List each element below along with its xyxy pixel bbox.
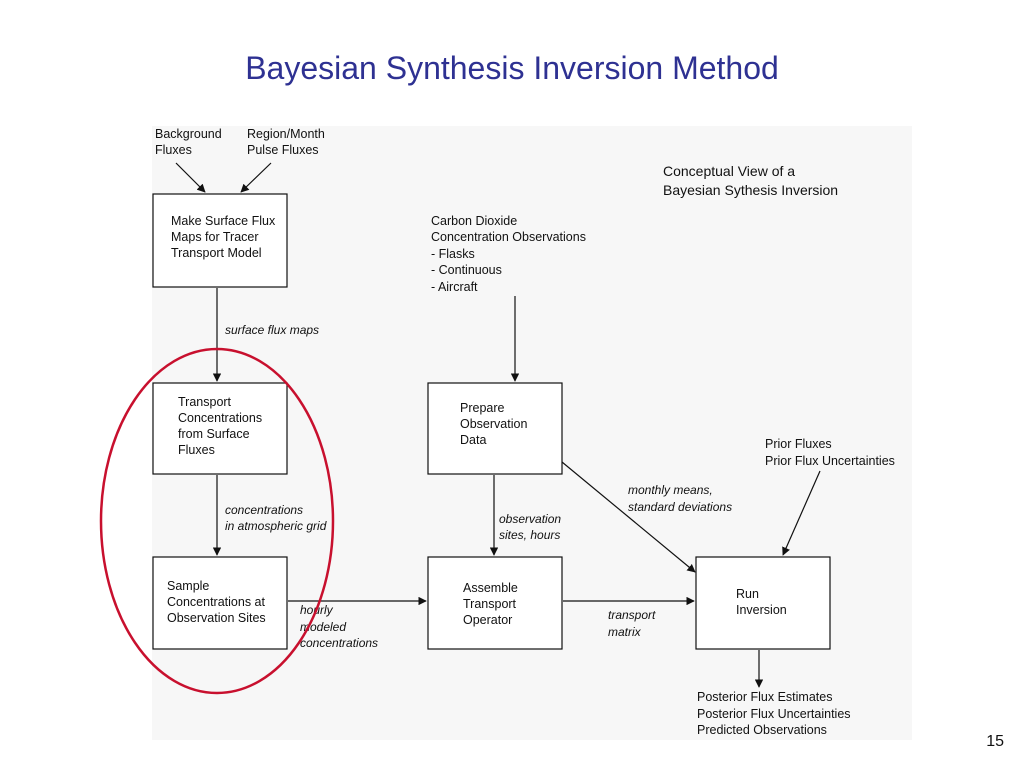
make-surface-flux-maps-box	[152, 193, 288, 288]
diagram-heading: Conceptual View of a Bayesian Sythesis I…	[663, 163, 838, 198]
transport-concentrations-box	[152, 382, 288, 475]
edge-label-concentrations: concentrations in atmospheric grid	[225, 503, 327, 533]
arrow-prior-to-run	[782, 470, 821, 556]
highlight-ellipse	[99, 347, 335, 695]
assemble-transport-operator-text: Assemble Transport Operator	[463, 581, 521, 627]
prepare-observation-data-box	[427, 382, 563, 475]
prior-fluxes-label: Prior Fluxes Prior Flux Uncertainties	[765, 437, 895, 468]
edge-label-hourly: hourly modeled concentrations	[300, 603, 378, 650]
make-surface-flux-maps-text: Make Surface Flux Maps for Tracer Transp…	[171, 214, 279, 260]
posterior-outputs-label: Posterior Flux Estimates Posterior Flux …	[697, 690, 854, 737]
run-inversion-text: Run Inversion	[736, 587, 787, 617]
edge-label-transport-matrix: transport matrix	[608, 608, 659, 639]
arrow-region-to-make-maps	[240, 162, 272, 193]
edge-label-monthly-means: monthly means, standard deviations	[628, 483, 732, 514]
prepare-observation-data-text: Prepare Observation Data	[460, 401, 531, 447]
sample-concentrations-box	[152, 556, 288, 650]
background-fluxes-label: Background Fluxes	[155, 127, 225, 157]
assemble-transport-operator-box	[427, 556, 563, 650]
arrow-background-to-make-maps	[175, 162, 206, 193]
edge-label-surface-flux-maps: surface flux maps	[225, 323, 319, 337]
sample-concentrations-text: Sample Concentrations at Observation Sit…	[167, 579, 268, 625]
edge-label-observation-sites: observation sites, hours	[499, 512, 564, 542]
slide-title: Bayesian Synthesis Inversion Method	[245, 50, 779, 86]
arrow-prepare-to-run	[561, 461, 696, 573]
co2-observations-label: Carbon Dioxide Concentration Observation…	[431, 214, 589, 294]
region-month-fluxes-label: Region/Month Pulse Fluxes	[247, 127, 328, 157]
transport-concentrations-text: Transport Concentrations from Surface Fl…	[178, 395, 266, 457]
slide-number: 15	[986, 733, 1004, 750]
run-inversion-box	[695, 556, 831, 650]
